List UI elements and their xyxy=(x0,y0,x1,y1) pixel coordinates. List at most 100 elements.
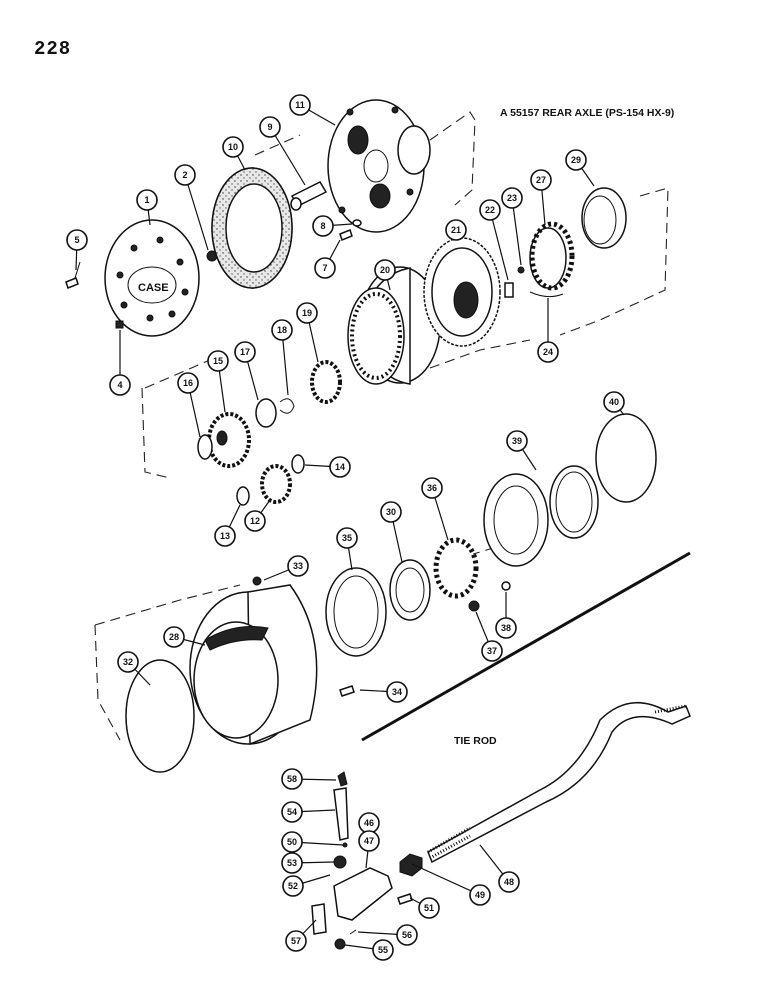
nut-53-part xyxy=(333,855,347,869)
callout-39: 39 xyxy=(506,430,537,471)
callout-21: 21 xyxy=(445,219,467,241)
washer-13-part xyxy=(236,486,250,506)
callout-52: 52 xyxy=(282,874,331,897)
callout-circle-54 xyxy=(281,801,303,823)
callout-circle-56 xyxy=(396,924,418,946)
bolt-34-part xyxy=(339,685,355,697)
callout-label-9: 9 xyxy=(267,122,272,132)
page-number: 228 xyxy=(34,38,72,60)
callout-circle-39 xyxy=(506,430,528,452)
callout-circle-4 xyxy=(109,374,131,396)
friction-disc-part xyxy=(211,167,293,289)
callout-32: 32 xyxy=(117,651,151,686)
washer-16-part xyxy=(197,434,213,460)
callout-circle-10 xyxy=(222,136,244,158)
callout-label-20: 20 xyxy=(380,265,390,275)
callout-label-35: 35 xyxy=(342,533,352,543)
callout-47: 47 xyxy=(358,830,380,869)
callout-7: 7 xyxy=(314,239,341,279)
callout-label-16: 16 xyxy=(183,378,193,388)
callout-circle-19 xyxy=(296,302,318,324)
callout-label-48: 48 xyxy=(504,877,514,887)
callout-14: 14 xyxy=(304,456,351,478)
o-ring-32-part xyxy=(125,659,195,773)
callout-label-17: 17 xyxy=(240,347,250,357)
callout-18: 18 xyxy=(271,319,293,396)
callout-17: 17 xyxy=(234,341,259,401)
callout-56: 56 xyxy=(357,924,418,946)
callout-label-34: 34 xyxy=(392,687,402,697)
callout-label-21: 21 xyxy=(451,225,461,235)
callout-circle-18 xyxy=(271,319,293,341)
tie-rod-title: TIE ROD xyxy=(454,735,497,747)
callout-circle-2 xyxy=(174,164,196,186)
callout-circle-53 xyxy=(281,852,303,874)
callout-40: 40 xyxy=(603,391,625,416)
bearing-36-part xyxy=(433,537,479,599)
retainer-18-part xyxy=(279,398,295,414)
callout-58: 58 xyxy=(281,768,337,790)
callout-circle-1 xyxy=(136,189,158,211)
key-22-part xyxy=(504,282,514,298)
callout-label-58: 58 xyxy=(287,774,297,784)
callout-9: 9 xyxy=(259,116,306,186)
callout-circle-52 xyxy=(282,875,304,897)
callout-label-56: 56 xyxy=(402,930,412,940)
washer-8-part xyxy=(352,219,362,227)
callout-circle-20 xyxy=(374,259,396,281)
cotter-56-part xyxy=(349,929,357,935)
callout-label-4: 4 xyxy=(117,380,122,390)
callout-circle-5 xyxy=(66,229,88,251)
callout-circle-32 xyxy=(117,651,139,673)
callout-circle-51 xyxy=(418,897,440,919)
callout-circle-47 xyxy=(358,830,380,852)
callout-13: 13 xyxy=(214,504,241,547)
callout-circle-33 xyxy=(287,555,309,577)
callout-label-37: 37 xyxy=(487,646,497,656)
jam-nut-49-part xyxy=(399,853,423,877)
callout-12: 12 xyxy=(244,499,271,532)
callout-label-5: 5 xyxy=(74,235,79,245)
callout-circle-57 xyxy=(285,930,307,952)
section-title: A 55157 REAR AXLE (PS-154 HX-9) xyxy=(500,107,675,119)
callout-10: 10 xyxy=(222,136,246,171)
callout-circle-21 xyxy=(445,219,467,241)
callout-leader-22 xyxy=(489,209,509,281)
bearing-cup-29-part xyxy=(581,187,627,249)
callout-circle-50 xyxy=(281,831,303,853)
callout-50: 50 xyxy=(281,831,344,853)
callout-leader-23 xyxy=(511,197,522,266)
callout-circle-27 xyxy=(530,169,552,191)
callout-label-47: 47 xyxy=(364,836,374,846)
callout-circle-36 xyxy=(421,477,443,499)
callout-circle-15 xyxy=(207,350,229,372)
callout-label-13: 13 xyxy=(220,531,230,541)
callout-label-51: 51 xyxy=(424,903,434,913)
callout-label-19: 19 xyxy=(302,308,312,318)
callout-label-15: 15 xyxy=(213,356,223,366)
callout-circle-55 xyxy=(372,939,394,961)
callout-label-30: 30 xyxy=(386,507,396,517)
callout-51: 51 xyxy=(409,897,440,919)
callout-circle-12 xyxy=(244,510,266,532)
callout-circle-23 xyxy=(501,187,523,209)
callout-label-36: 36 xyxy=(427,483,437,493)
steering-arm-47-part xyxy=(333,867,393,921)
seal-35-part xyxy=(325,567,387,657)
callout-27: 27 xyxy=(530,169,552,226)
callout-circle-29 xyxy=(565,149,587,171)
washer-50-part xyxy=(342,842,348,848)
tie-rod-part xyxy=(427,701,691,864)
bolt-7-part xyxy=(339,229,353,241)
fitting-58-part xyxy=(337,771,348,787)
callout-leader-2 xyxy=(184,174,209,251)
carrier-housing-part xyxy=(327,99,431,233)
callout-label-57: 57 xyxy=(291,936,301,946)
callout-19: 19 xyxy=(296,302,319,363)
callout-label-52: 52 xyxy=(288,881,298,891)
callout-label-28: 28 xyxy=(169,632,179,642)
callout-label-22: 22 xyxy=(485,205,495,215)
nut-37-part xyxy=(468,600,480,612)
callout-20: 20 xyxy=(374,259,396,291)
